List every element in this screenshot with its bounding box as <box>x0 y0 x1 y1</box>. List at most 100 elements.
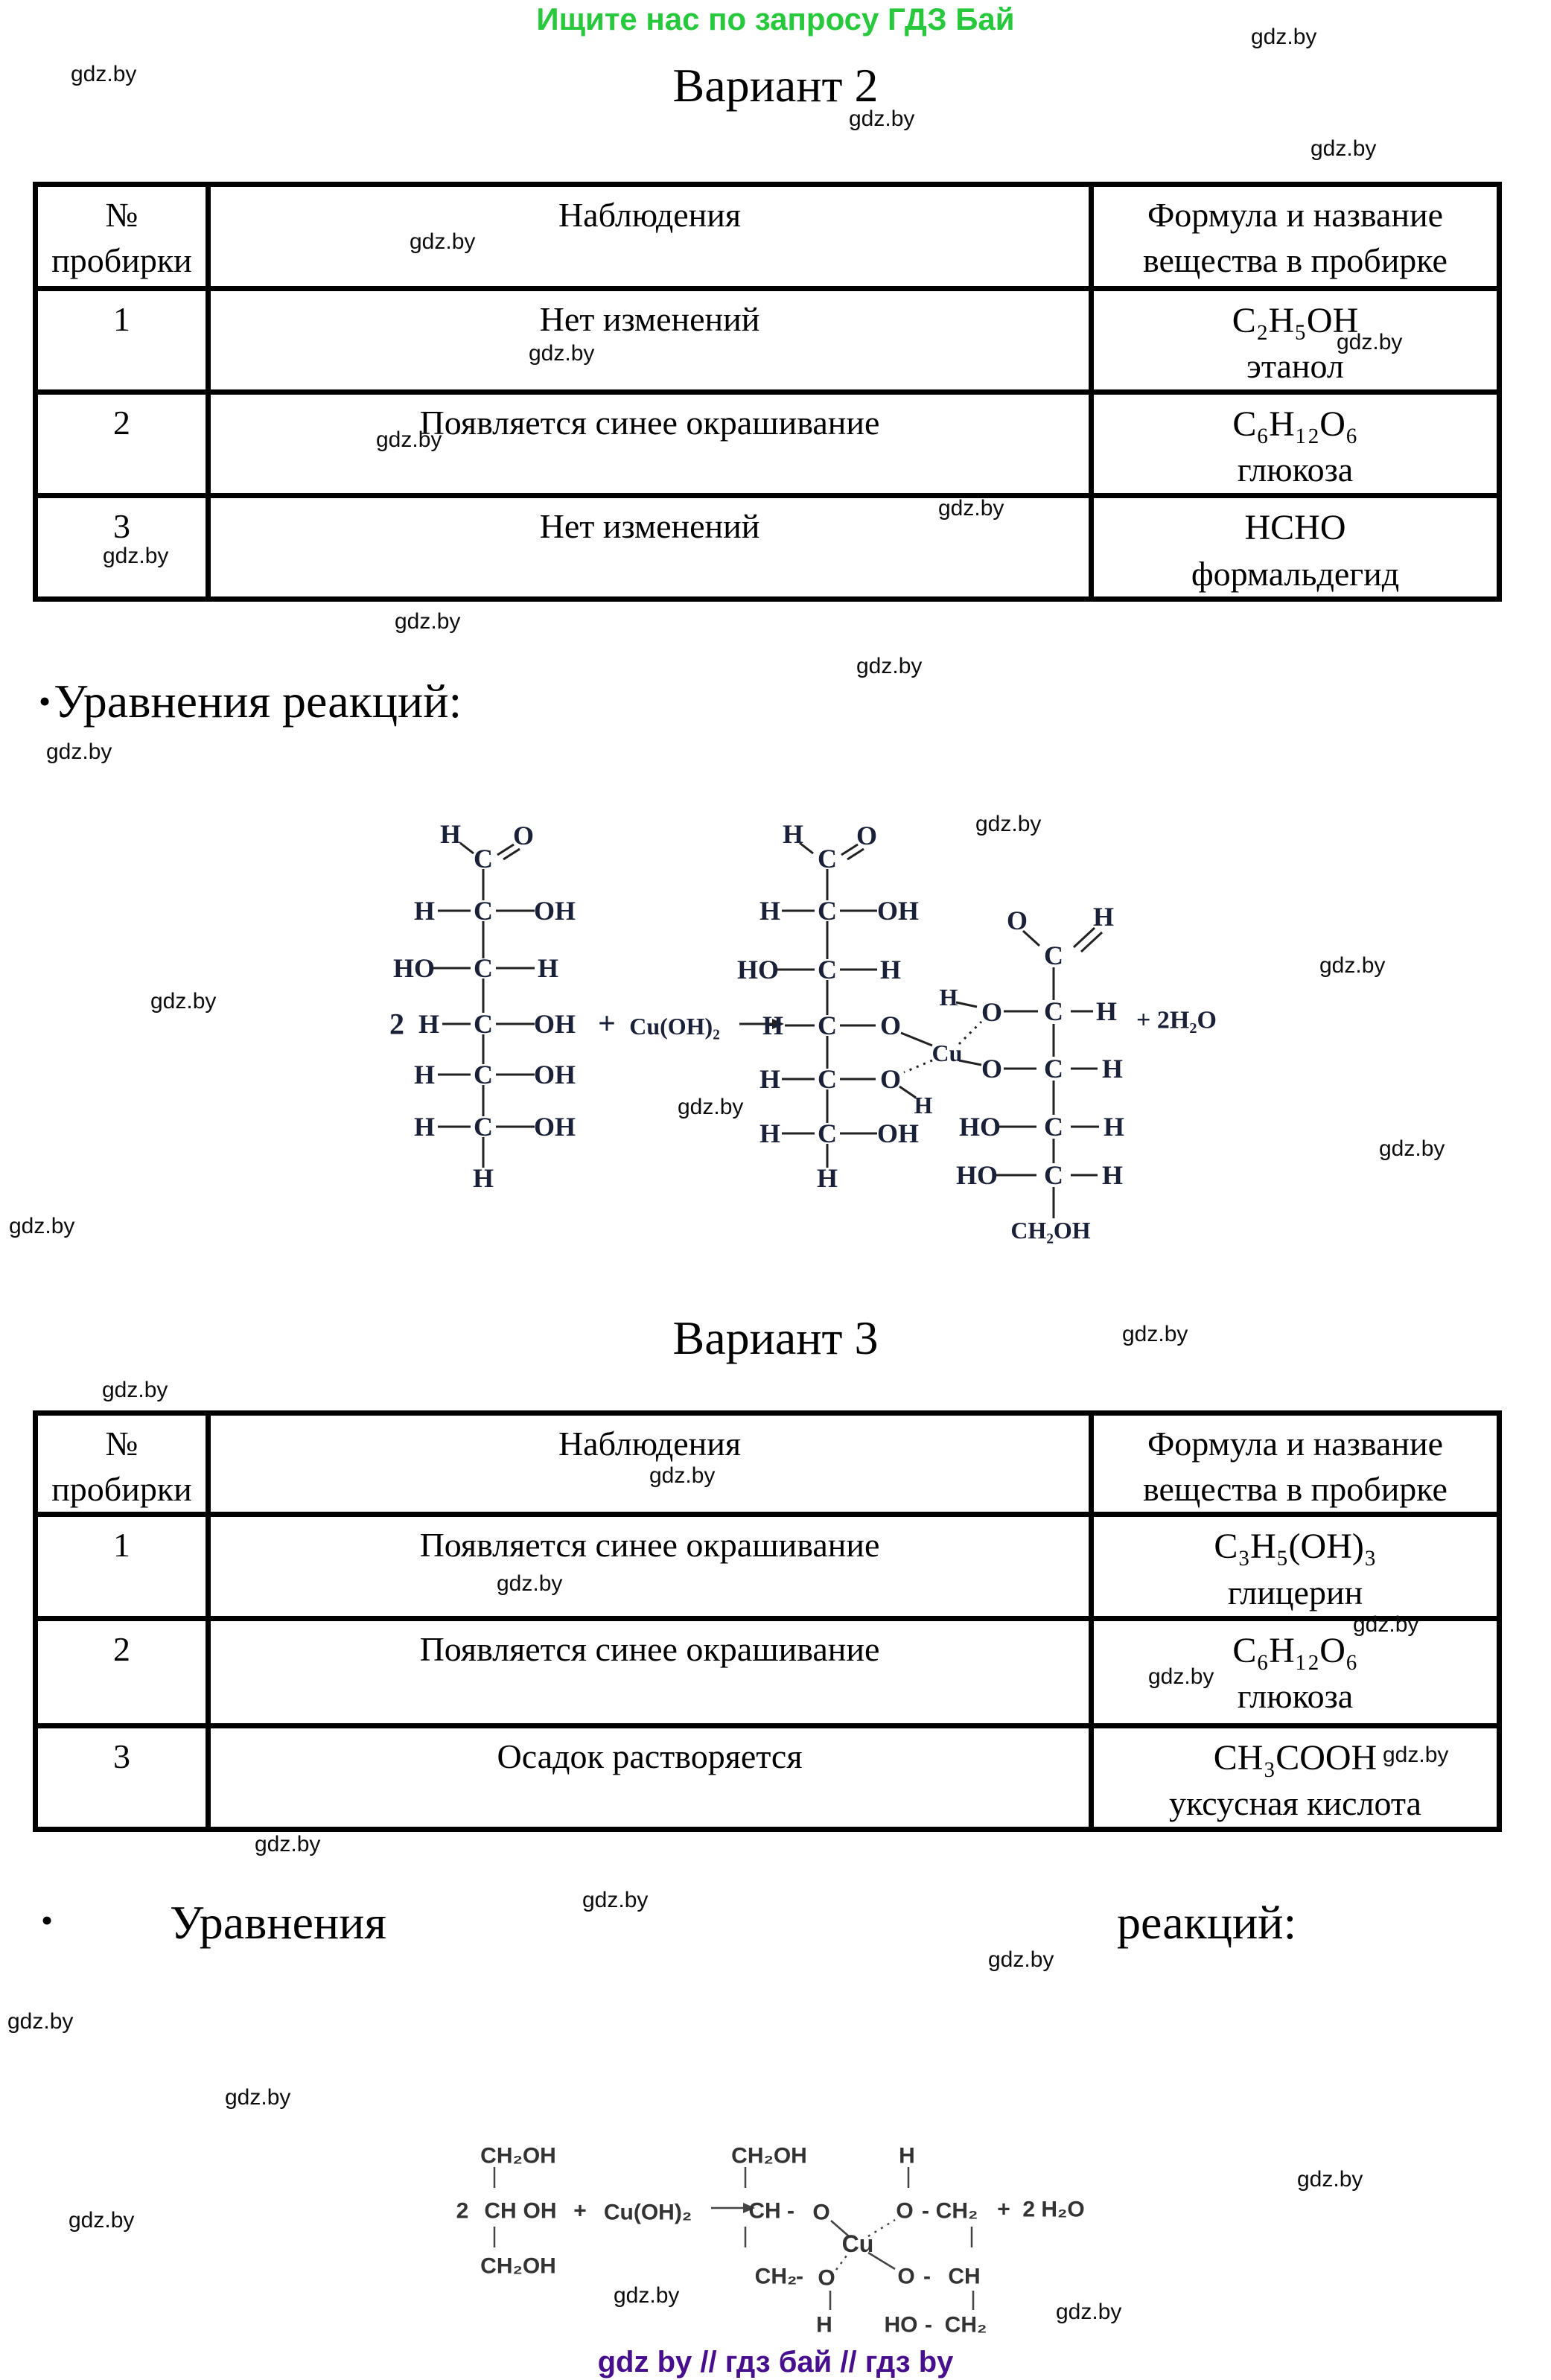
atom-label: H <box>473 1163 494 1193</box>
observation: Нет изменений <box>206 285 1094 395</box>
tube-number: 3 <box>33 1722 211 1832</box>
header-cell-number: № пробирки <box>33 182 211 291</box>
tube-number: 3 <box>33 493 211 602</box>
atom-label: H <box>1103 1112 1124 1142</box>
atom-label: O <box>981 997 1002 1027</box>
header-cell-number: № пробирки <box>33 1410 211 1518</box>
header-number-line2: пробирки <box>51 1469 192 1508</box>
atom-label: OH <box>534 1112 576 1142</box>
watermark: gdz.by <box>856 654 923 678</box>
atom-label: CH <box>948 2265 980 2289</box>
substance: CH₃COOH уксусная кислота <box>1089 1722 1502 1832</box>
atom-label: + <box>997 2198 1010 2222</box>
watermark: gdz.by <box>614 2283 680 2308</box>
atom-label: CH₂OH <box>480 2254 556 2279</box>
atom-label: CH₂ <box>936 2199 978 2224</box>
atom-label: H <box>1102 1160 1123 1190</box>
tube-number: 1 <box>33 1512 211 1621</box>
atom-label: OH <box>877 896 919 926</box>
atom-label: H <box>880 955 901 984</box>
atom-label: H <box>759 896 780 926</box>
variant-3-table: № пробирки Наблюдения Формула и название… <box>33 1410 1502 1832</box>
substance-name: глюкоза <box>1237 1676 1354 1715</box>
atom-label: CH₂ <box>755 2265 797 2289</box>
observation: Появляется синее окрашивание <box>206 1512 1094 1621</box>
atom-label: H <box>759 1064 780 1094</box>
atom-label: H <box>414 1112 435 1142</box>
table-row: 2 Появляется синее окрашивание C₆H₁₂O₆ г… <box>33 1615 1502 1728</box>
atom-label: O <box>981 1054 1002 1084</box>
atom-label: + 2H₂O <box>1136 1007 1217 1034</box>
substance-formula: C₆H₁₂O₆ <box>1232 404 1358 445</box>
atom-label: O <box>818 2266 835 2291</box>
watermark: gdz.by <box>7 2009 74 2034</box>
header-observations-label: Наблюдения <box>558 196 742 234</box>
observation: Нет изменений <box>206 493 1094 602</box>
atom-label: CH₂OH <box>1010 1217 1090 1244</box>
bond <box>955 1001 978 1008</box>
equations-word-2: реакций: <box>1117 1896 1297 1949</box>
watermark: gdz.by <box>225 2085 291 2110</box>
table-header-row: № пробирки Наблюдения Формула и название… <box>33 1410 1502 1518</box>
bond <box>900 1031 933 1047</box>
atom-label: C <box>474 1009 493 1039</box>
watermark: gdz.by <box>497 1571 563 1596</box>
watermark: gdz.by <box>255 1832 321 1856</box>
atom-label: C <box>1044 1054 1063 1084</box>
atom-label: C <box>818 955 837 984</box>
atom-label: Cu <box>932 1040 963 1066</box>
watermark: gdz.by <box>649 1463 716 1488</box>
header-observations-label: Наблюдения <box>558 1425 742 1463</box>
header-cell-formula: Формула и название вещества в пробирке <box>1089 1410 1502 1518</box>
substance-name: этанол <box>1246 347 1344 386</box>
atom-label: - <box>796 2265 803 2289</box>
watermark: gdz.by <box>1383 1743 1449 1767</box>
bullet-icon: • <box>39 682 51 720</box>
table-row: 1 Нет изменений C₂H₅OH этанол <box>33 285 1502 395</box>
watermark: gdz.by <box>849 106 915 131</box>
atom-label: C <box>1044 1160 1063 1190</box>
atom-label: 2 H₂O <box>1022 2198 1084 2222</box>
substance: C₆H₁₂O₆ глюкоза <box>1089 389 1502 499</box>
atom-label: 2 <box>456 2199 469 2224</box>
header-formula-line2: вещества в пробирке <box>1143 241 1448 279</box>
observation: Появляется синее окрашивание <box>206 1615 1094 1728</box>
watermark: gdz.by <box>9 1214 75 1238</box>
atom-label: CH₂OH <box>731 2144 807 2169</box>
bond <box>503 847 520 861</box>
header-cell-observations: Наблюдения <box>206 1410 1094 1518</box>
equations-heading-1: • Уравнения реакций: <box>39 674 462 729</box>
atom-label: C <box>818 844 837 874</box>
watermark: gdz.by <box>1379 1136 1445 1161</box>
atom-label: OH <box>523 2199 557 2224</box>
atom-label: HO <box>956 1160 998 1190</box>
table-row: 2 Появляется синее окрашивание C₆H₁₂O₆ г… <box>33 389 1502 499</box>
watermark: gdz.by <box>988 1947 1054 1972</box>
substance: C₆H₁₂O₆ глюкоза <box>1089 1615 1502 1728</box>
atom-label: O <box>812 2201 829 2225</box>
atom-label: - <box>925 2313 932 2338</box>
bond <box>830 2220 850 2237</box>
dashed-bond <box>903 1059 933 1074</box>
atom-label: C <box>474 896 493 926</box>
header-number-line2: пробирки <box>51 241 192 279</box>
header-cell-observations: Наблюдения <box>206 182 1094 291</box>
atom-label: - <box>922 2199 929 2224</box>
header-formula-line1: Формула и название <box>1147 1425 1444 1463</box>
atom-label: Cu <box>842 2230 874 2257</box>
atom-label: OH <box>534 1060 576 1089</box>
atom-label: H <box>414 1060 435 1089</box>
variant-2-title: Вариант 2 <box>672 59 879 112</box>
atom-label: CH <box>484 2199 516 2224</box>
atom-label: H <box>940 984 958 1011</box>
observation: Появляется синее окрашивание <box>206 389 1094 499</box>
atom-label: O <box>896 2199 913 2224</box>
bond <box>841 843 859 856</box>
header-formula-line1: Формула и название <box>1147 196 1444 234</box>
watermark: gdz.by <box>150 989 217 1014</box>
bond <box>459 841 474 855</box>
atom-label: O <box>856 821 877 850</box>
bond <box>799 841 814 855</box>
atom-label: 2 <box>389 1008 404 1041</box>
watermark: gdz.by <box>102 1378 168 1402</box>
